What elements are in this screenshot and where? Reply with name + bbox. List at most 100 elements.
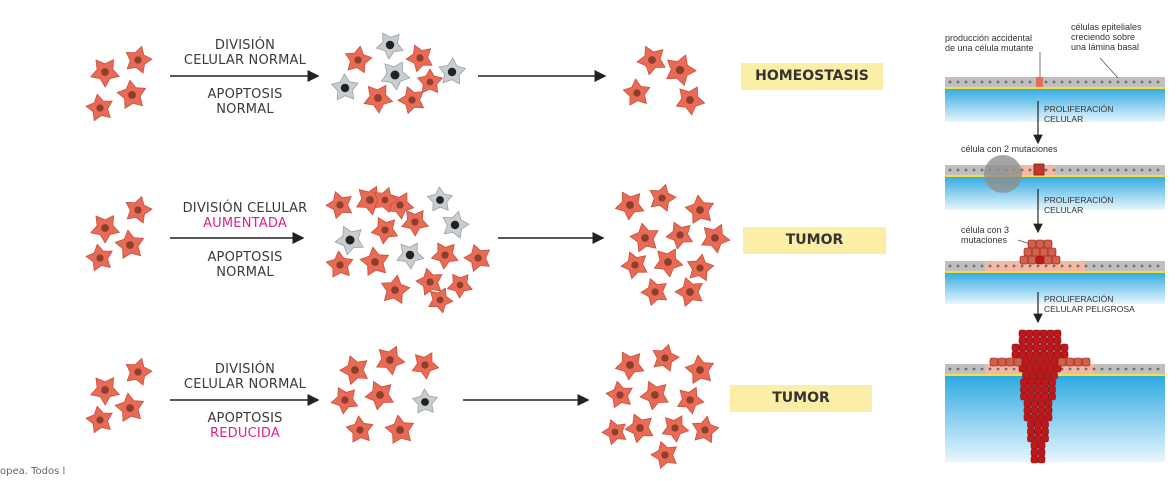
tumor-cell xyxy=(1073,357,1083,367)
epithelium-nucleus xyxy=(988,264,992,268)
epithelium-nucleus xyxy=(1124,367,1128,371)
cell xyxy=(675,86,706,116)
epithelium-nucleus xyxy=(1132,168,1136,172)
tumor-cell xyxy=(1041,420,1049,429)
tumor-cell xyxy=(1022,371,1030,380)
cell xyxy=(325,191,353,220)
tumor-cell xyxy=(1060,350,1069,359)
epithelium-nucleus xyxy=(1116,168,1120,172)
basal-lamina-stage-3 xyxy=(945,271,1165,304)
tumor-cell xyxy=(1037,441,1046,450)
cell xyxy=(650,440,678,469)
epithelium-nucleus xyxy=(1132,264,1136,268)
mutant-cell xyxy=(1036,77,1043,87)
epithelium-nucleus xyxy=(1084,80,1088,84)
tumor-cell xyxy=(1046,329,1055,338)
epithelium-nucleus xyxy=(980,264,984,268)
tumor-cell xyxy=(1041,434,1049,443)
tumor-cell xyxy=(1030,441,1039,450)
epithelium-nucleus xyxy=(1092,168,1096,172)
mutant-cell-2 xyxy=(1033,163,1045,176)
tumor-cell xyxy=(1020,392,1028,401)
epithelium-nucleus xyxy=(972,168,976,172)
tumor-cell xyxy=(1036,357,1044,366)
tumor-cell xyxy=(989,357,999,367)
tumor-cell xyxy=(1035,239,1045,249)
cell xyxy=(373,186,399,214)
cell xyxy=(384,414,415,445)
epithelium-nucleus xyxy=(1076,367,1080,371)
tumor-cell xyxy=(1032,336,1041,345)
cell xyxy=(90,377,121,406)
tumor-cell xyxy=(1053,364,1062,373)
epithelium-nucleus xyxy=(1100,168,1104,172)
epithelium-nucleus xyxy=(1084,168,1088,172)
tumor-cell xyxy=(1057,357,1067,367)
epithelium-nucleus xyxy=(1092,264,1096,268)
cell xyxy=(125,45,153,74)
tumor-cell xyxy=(1081,357,1091,367)
tumor-mass xyxy=(989,239,1091,464)
epithelium-nucleus xyxy=(972,367,976,371)
cell xyxy=(397,86,425,115)
epithelium-nucleus xyxy=(1044,80,1048,84)
epithelium-nucleus xyxy=(1124,264,1128,268)
epithelium-nucleus xyxy=(996,367,1000,371)
apoptotic-cell xyxy=(330,73,359,101)
tumor-cell xyxy=(1041,378,1049,387)
tumor-cell xyxy=(1034,434,1042,443)
cell xyxy=(411,352,440,380)
tumor-cell xyxy=(1047,247,1057,257)
tumor-cell xyxy=(1032,343,1041,352)
tumor-cell xyxy=(1018,336,1027,345)
cell xyxy=(676,386,705,415)
tumor-cell xyxy=(1032,364,1041,373)
epithelium-nucleus xyxy=(1132,80,1136,84)
cell xyxy=(339,355,369,386)
epithelium-nucleus xyxy=(1100,367,1104,371)
tumor-cell xyxy=(1041,392,1049,401)
tumor-cell xyxy=(1030,455,1039,464)
epithelium-nucleus xyxy=(1140,264,1144,268)
cell xyxy=(125,195,153,224)
tumor-cell xyxy=(1027,385,1035,394)
epithelium-nucleus xyxy=(1028,80,1032,84)
epithelium-nucleus xyxy=(948,168,952,172)
epithelium-nucleus xyxy=(1028,168,1032,172)
tumor-cell xyxy=(1046,343,1055,352)
epithelium-nucleus xyxy=(948,264,952,268)
cell xyxy=(364,380,394,411)
tumor-cell xyxy=(1046,350,1055,359)
tumor-cell xyxy=(1041,385,1049,394)
tumor-cell xyxy=(1048,378,1056,387)
tumor-cell xyxy=(1022,357,1030,366)
basal-lamina-stage-1 xyxy=(945,87,1165,122)
apoptotic-cell xyxy=(426,186,453,212)
epithelium-nucleus xyxy=(980,367,984,371)
epithelium-nucleus xyxy=(1060,168,1064,172)
apoptotic-cell xyxy=(438,57,467,85)
tumor-cell xyxy=(997,357,1007,367)
epithelium-nucleus xyxy=(1092,80,1096,84)
apoptotic-cell xyxy=(411,388,438,414)
cell xyxy=(85,405,113,434)
epithelium-nucleus xyxy=(964,264,968,268)
epithelium-nucleus xyxy=(1108,80,1112,84)
cell xyxy=(640,278,668,307)
cell xyxy=(114,392,145,423)
cell xyxy=(653,248,684,278)
epithelium-nucleus xyxy=(1132,367,1136,371)
epithelium-nucleus xyxy=(948,367,952,371)
cell xyxy=(605,380,633,409)
tumor-cell xyxy=(1032,329,1041,338)
highlight-circle xyxy=(984,155,1022,193)
tumor-cell xyxy=(1053,329,1062,338)
cell xyxy=(636,45,666,76)
tumor-cell xyxy=(1023,247,1033,257)
epithelium-nucleus xyxy=(1012,264,1016,268)
cell xyxy=(700,223,731,254)
